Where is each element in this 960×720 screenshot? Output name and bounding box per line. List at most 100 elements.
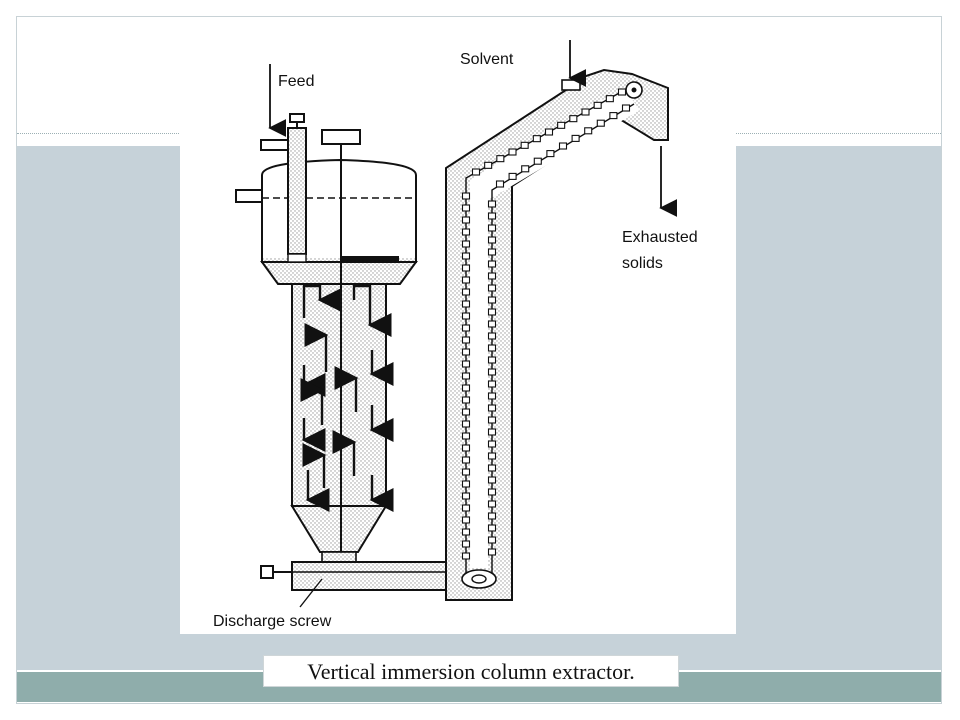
caption-box: Vertical immersion column extractor. xyxy=(263,655,679,687)
elevator-bucket xyxy=(487,416,497,424)
elevator-bucket xyxy=(605,95,614,103)
elevator-bucket xyxy=(487,392,497,400)
elevator-bucket xyxy=(487,356,497,364)
elevator-bucket xyxy=(487,368,497,376)
elevator-bucket xyxy=(521,165,530,173)
label-solvent: Solvent xyxy=(460,51,514,68)
vessel-upper-cone xyxy=(260,261,418,285)
elevator-bucket xyxy=(461,276,471,284)
elevator-bucket xyxy=(520,141,529,149)
elevator-bucket xyxy=(487,380,497,388)
elevator-bucket xyxy=(533,157,542,165)
feed-tube xyxy=(287,127,307,255)
elevator-bucket xyxy=(461,552,471,560)
elevator-bucket xyxy=(487,404,497,412)
elevator-bucket xyxy=(461,516,471,524)
elevator-bucket xyxy=(461,408,471,416)
elevator-bucket xyxy=(461,192,471,200)
elevator-bucket xyxy=(487,536,497,544)
bottom-sprocket xyxy=(461,569,497,589)
elevator-bucket xyxy=(461,444,471,452)
elevator-bucket xyxy=(546,150,555,158)
elevator-bucket xyxy=(558,142,568,150)
elevator-bucket xyxy=(461,504,471,512)
elevator-bucket xyxy=(544,128,554,136)
elevator-bucket xyxy=(487,320,497,328)
elevator-bucket xyxy=(461,312,471,320)
elevator-bucket xyxy=(487,452,497,460)
elevator-bucket xyxy=(487,212,497,220)
label-exhausted: Exhausted xyxy=(622,229,698,246)
elevator-bucket xyxy=(596,119,605,127)
elevator-bucket xyxy=(461,264,471,272)
elevator-bucket xyxy=(471,168,481,176)
flow-arrows xyxy=(300,284,394,512)
elevator-bucket xyxy=(487,512,497,520)
label-solids: solids xyxy=(622,255,663,272)
extraction-column xyxy=(291,283,387,507)
elevator-bucket xyxy=(461,480,471,488)
elevator-bucket xyxy=(461,336,471,344)
elevator-bucket xyxy=(461,432,471,440)
elevator-bucket xyxy=(461,528,471,536)
elevator-bucket xyxy=(593,101,602,109)
elevator-bucket xyxy=(461,468,471,476)
elevator-bucket xyxy=(581,108,590,116)
elevator-buckets xyxy=(461,88,631,560)
elevator-bucket xyxy=(487,272,497,280)
figure-caption: Vertical immersion column extractor. xyxy=(307,659,635,684)
elevator-bucket xyxy=(461,240,471,248)
label-feed: Feed xyxy=(278,73,314,90)
agitator-motor xyxy=(321,129,361,145)
elevator-bucket xyxy=(487,464,497,472)
elevator-bucket xyxy=(487,284,497,292)
elevator-bucket xyxy=(461,324,471,332)
elevator-bucket xyxy=(487,236,497,244)
elevator-bucket xyxy=(571,134,580,142)
elevator-bucket xyxy=(484,161,493,169)
elevator-bucket xyxy=(487,476,497,484)
elevator-bucket xyxy=(461,204,471,212)
elevator-bucket xyxy=(487,440,497,448)
elevator-bucket xyxy=(487,200,497,208)
extractor-vessel xyxy=(235,113,418,563)
elevator-bucket xyxy=(461,252,471,260)
elevator-bucket xyxy=(569,115,578,123)
elevator-bucket xyxy=(461,396,471,404)
elevator-bucket xyxy=(461,216,471,224)
vessel-lower-cone xyxy=(290,505,388,553)
elevator-bucket xyxy=(487,500,497,508)
elevator-bucket xyxy=(487,248,497,256)
elevator-bucket xyxy=(461,348,471,356)
discharge-leader-line xyxy=(299,578,323,608)
discharge-screw-housing xyxy=(260,561,463,608)
elevator-bucket xyxy=(461,300,471,308)
elevator-bucket xyxy=(532,135,541,143)
side-nozzle xyxy=(235,189,263,203)
elevator-bucket xyxy=(495,180,505,188)
elevator-bucket xyxy=(496,155,505,163)
elevator-bucket xyxy=(461,384,471,392)
elevator-bucket xyxy=(617,88,627,96)
elevator-bucket xyxy=(487,296,497,304)
elevator-bucket xyxy=(487,308,497,316)
elevator-bucket xyxy=(584,127,593,135)
elevator-bucket xyxy=(487,428,497,436)
elevator-bucket xyxy=(487,344,497,352)
elevator-bucket xyxy=(461,288,471,296)
elevator-bucket xyxy=(487,488,497,496)
bucket-elevator xyxy=(445,68,669,601)
elevator-bucket xyxy=(487,332,497,340)
elevator-bucket xyxy=(557,121,566,129)
elevator-bucket xyxy=(487,260,497,268)
elevator-bucket xyxy=(461,420,471,428)
elevator-bucket xyxy=(508,172,517,180)
screw-drive xyxy=(260,565,274,579)
elevator-bucket xyxy=(461,228,471,236)
vessel-head xyxy=(261,158,417,263)
elevator-bucket xyxy=(609,112,618,120)
elevator-bucket xyxy=(461,360,471,368)
elevator-bucket xyxy=(621,104,631,112)
elevator-bucket xyxy=(487,548,497,556)
